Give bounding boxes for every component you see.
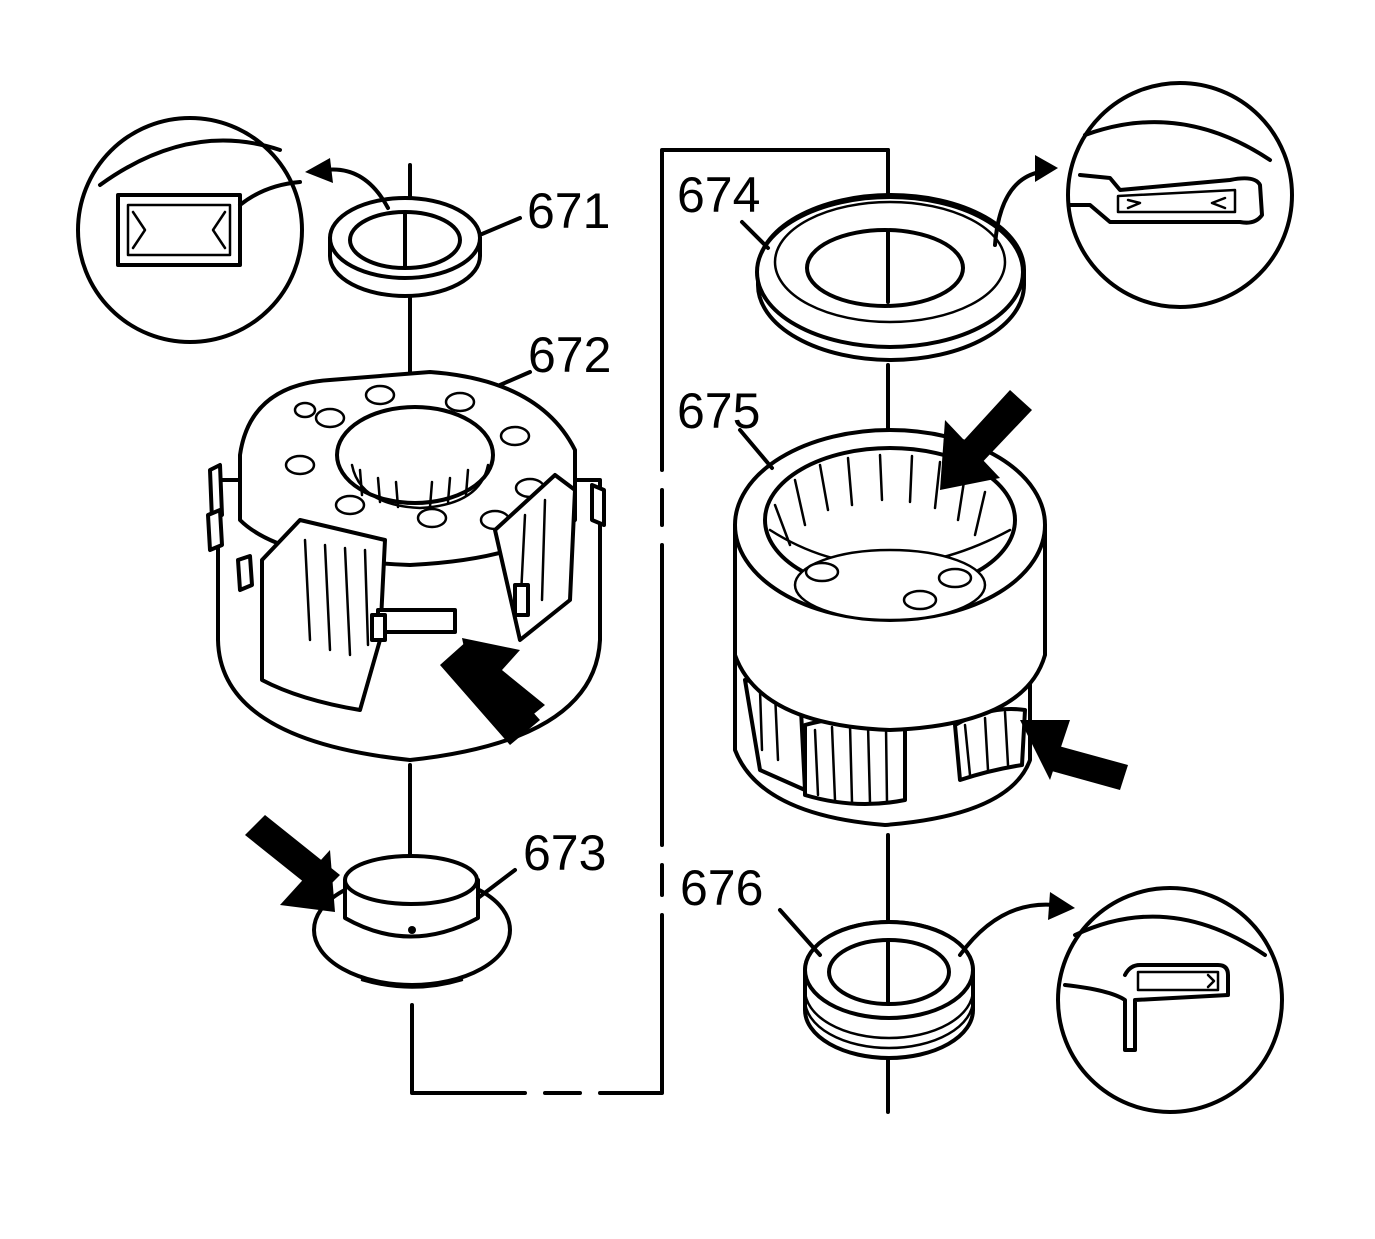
leader-lines [476, 216, 822, 957]
arrow-675-top [940, 390, 1032, 490]
detail-view-671 [76, 116, 304, 344]
gearset-675 [733, 428, 1047, 827]
label-675: 675 [677, 383, 760, 439]
detail-arrow-676 [958, 892, 1075, 957]
detail-arrow-674 [993, 155, 1058, 247]
label-673: 673 [523, 825, 606, 881]
assembly-bracket [410, 148, 890, 1095]
label-672: 672 [528, 327, 611, 383]
seal-676 [803, 920, 975, 1060]
arrow-672 [440, 638, 545, 745]
detail-arrow-671 [305, 158, 390, 210]
carrier-672 [206, 370, 606, 762]
arrow-675-bottom [1020, 720, 1128, 790]
bushing-673 [312, 854, 512, 989]
bearing-674 [755, 193, 1026, 362]
label-676: 676 [680, 860, 763, 916]
arrow-673 [245, 815, 340, 912]
detail-view-676 [1056, 886, 1284, 1114]
label-674: 674 [677, 167, 760, 223]
label-671: 671 [527, 183, 610, 239]
washer-671 [328, 196, 482, 298]
detail-view-674 [1066, 81, 1294, 309]
